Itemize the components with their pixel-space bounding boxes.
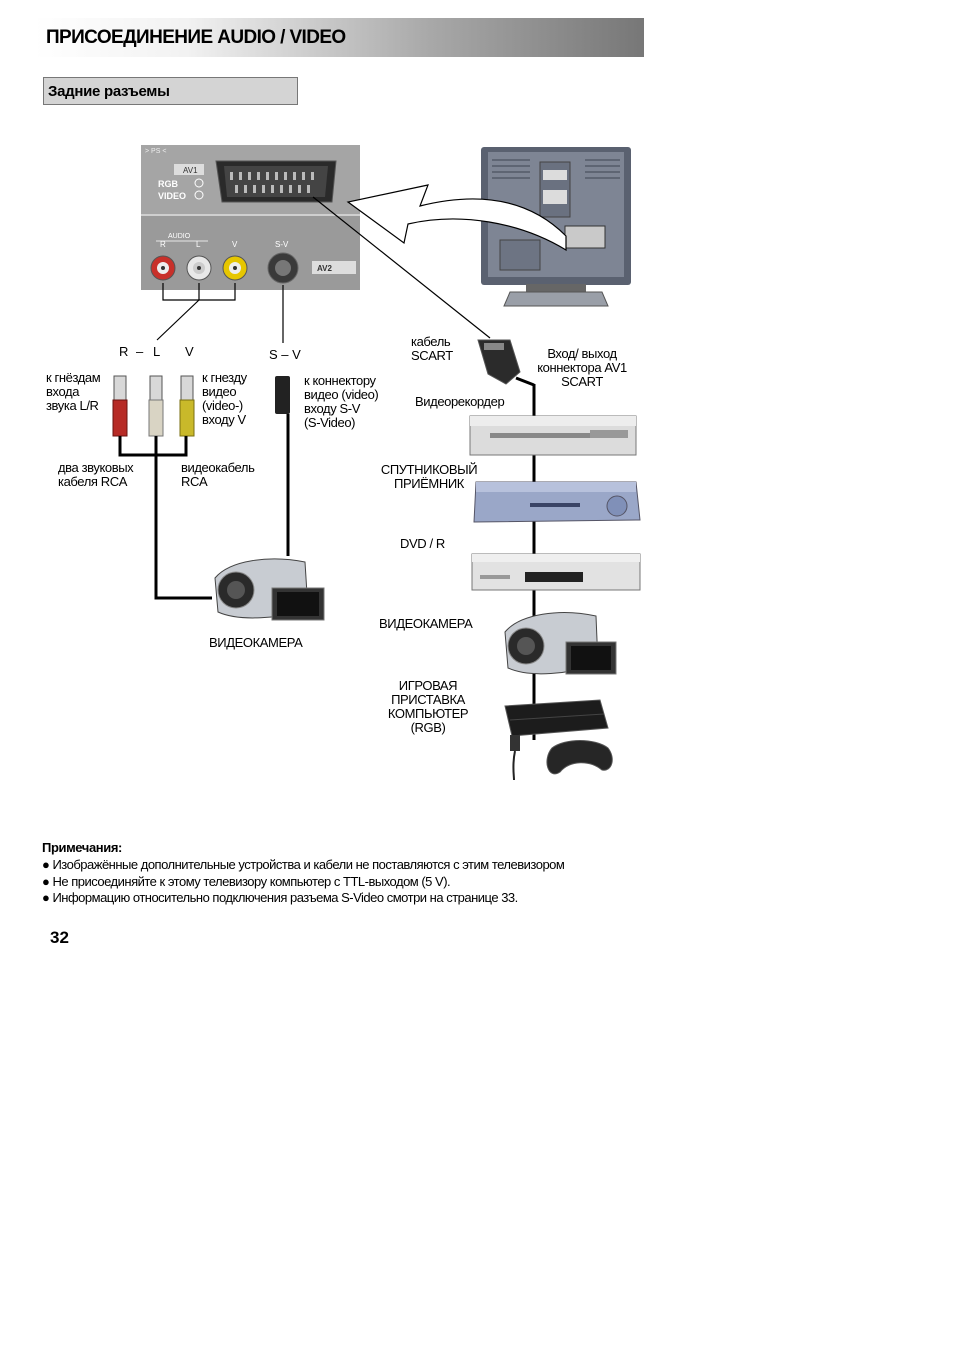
rlv-dash-label: – (136, 344, 144, 359)
notes-heading: Примечания: (42, 840, 122, 855)
section-title: Задние разъемы (48, 83, 170, 100)
scart-connector (215, 160, 337, 203)
rca-audio-plugs (112, 375, 195, 437)
camcorder-right-label: ВИДЕОКАМЕРА (379, 616, 473, 631)
vcr-device (469, 415, 637, 456)
scart-plug (477, 339, 535, 387)
rlv-v-label: V (185, 344, 194, 359)
page-number: 32 (50, 928, 69, 947)
rgb-panel-label: RGB (158, 179, 179, 189)
dvd-recorder (471, 553, 641, 591)
header-bar (34, 18, 644, 57)
note-item: ● Не присоединяйте к этому телевизору ко… (42, 874, 451, 889)
section-heading-box (43, 77, 298, 105)
av1-panel-label: AV1 (183, 166, 198, 175)
video-panel-label: VIDEO (158, 191, 186, 201)
camcorder-right (504, 612, 617, 675)
s-video-plug (275, 376, 290, 414)
r-panel-label: R (160, 240, 166, 249)
connection-diagram: > PS < AV1 RGB VIDEO AUDIO (112, 145, 641, 781)
note-item: ● Информацию относительно подключения ра… (42, 890, 518, 905)
game-console (504, 699, 613, 781)
location-arrow (346, 184, 567, 252)
camcorder-left-label: ВИДЕОКАМЕРА (209, 635, 303, 650)
satellite-receiver (473, 481, 641, 523)
v-panel-label: V (232, 240, 238, 249)
sv-top-label: S – V (269, 347, 301, 362)
sv-panel-label: S-V (275, 240, 289, 249)
page-title: ПРИСОЕДИНЕНИЕ AUDIO / VIDEO (46, 27, 346, 48)
camcorder-left (214, 558, 325, 621)
rlv-r-label: R (119, 344, 128, 359)
av2-panel-label: AV2 (317, 264, 333, 273)
ps-label: > PS < (145, 148, 166, 155)
audio-panel-label: AUDIO (168, 233, 191, 240)
tv-back-panel: > PS < AV1 RGB VIDEO AUDIO (141, 145, 360, 290)
rlv-l-label: L (153, 344, 160, 359)
note-item: ● Изображённые дополнительные устройства… (42, 857, 565, 872)
vcr-label: Видеорекордер (415, 394, 505, 409)
l-panel-label: L (196, 240, 201, 249)
dvd-label: DVD / R (400, 536, 445, 551)
